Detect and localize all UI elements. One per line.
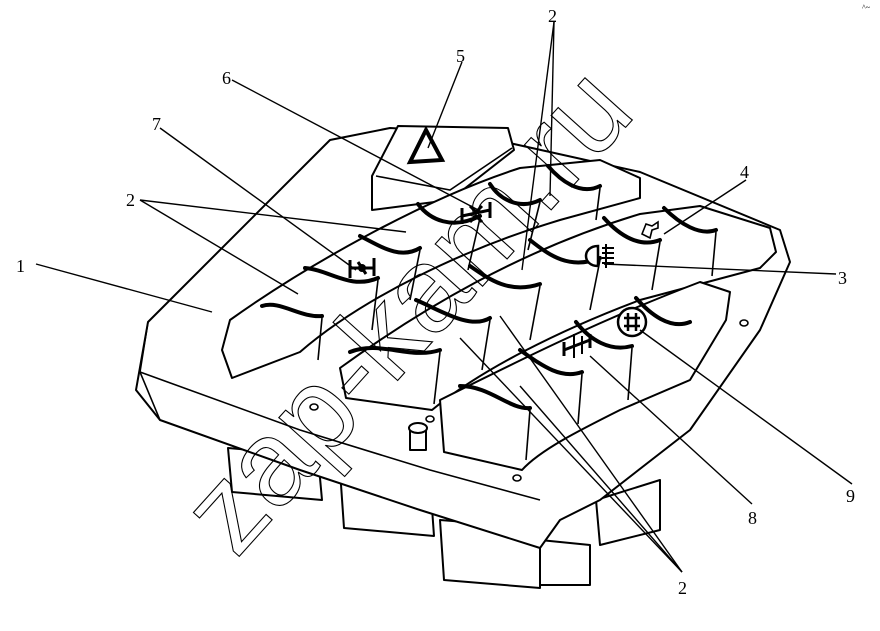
mount-hole: [739, 319, 749, 327]
mount-hole: [425, 415, 435, 423]
axle-lock-icon: [562, 334, 592, 358]
callout-5: 5: [456, 46, 465, 66]
leader-2-top-b: [549, 21, 555, 197]
leader-2-top-a: [521, 21, 555, 271]
callout-9: 9: [846, 486, 855, 506]
work-lamp-icon: [640, 220, 659, 240]
callout-6: 6: [222, 68, 231, 88]
leader-2-bottom-b: [499, 315, 683, 573]
hazard-button[interactable]: [371, 125, 515, 211]
key-row-bottom: [439, 281, 731, 471]
mount-hole: [309, 403, 319, 411]
rear-fog-lamp-icon: [584, 244, 614, 268]
leader-2-bottom-a: [459, 337, 683, 573]
callout-4: 4: [740, 162, 749, 182]
leader-lines: [35, 21, 853, 573]
callout-7: 7: [152, 114, 161, 134]
key-row-top: [221, 159, 641, 379]
leader-6: [231, 79, 483, 213]
leader-1: [35, 263, 213, 313]
hazard-triangle-icon: [406, 125, 446, 165]
leader-3: [603, 263, 837, 275]
callout-8: 8: [748, 508, 757, 528]
callout-labels: 1 2 2 3 4 5 6 7 8 9 2: [16, 6, 855, 598]
leader-9: [639, 329, 853, 485]
center-diff-lock-icon: [460, 202, 492, 224]
callout-2-top: 2: [548, 6, 557, 26]
key-row-middle: [339, 205, 777, 411]
callout-2-left: 2: [126, 190, 135, 210]
mount-hole: [512, 474, 522, 482]
leader-2-left-b: [139, 199, 407, 233]
leader-8: [589, 355, 753, 505]
callout-3: 3: [838, 268, 847, 288]
axle-lock-front-icon: [348, 258, 376, 278]
callout-2-bottom: 2: [678, 578, 687, 598]
leader-2-bottom-c: [519, 385, 683, 573]
corner-mark: ^~: [862, 3, 871, 12]
leader-4: [663, 179, 747, 235]
diff-lock-all-icon: [616, 306, 648, 338]
leader-2-left-a: [139, 199, 299, 295]
leader-5: [427, 61, 463, 149]
callout-1: 1: [16, 256, 25, 276]
leader-7: [159, 127, 357, 271]
